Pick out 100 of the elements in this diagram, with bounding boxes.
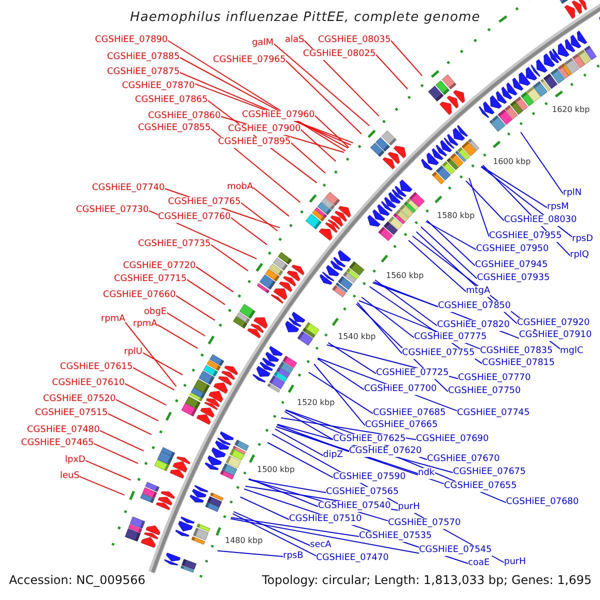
gene-label: CGSHiEE_07755 (402, 348, 475, 358)
gene-label: rplN (563, 188, 582, 198)
leader-line (284, 411, 334, 440)
gene-label: ndk (418, 468, 435, 478)
leader-line (372, 282, 438, 308)
gene-label: CGSHiEE_07920 (517, 318, 590, 328)
leader-line (179, 57, 348, 149)
gene-label: CGSHiEE_08025 (303, 48, 376, 60)
gene-label: CGSHiEE_07700 (364, 384, 437, 394)
leader-line (166, 312, 206, 336)
gene-label: leuS (60, 470, 80, 482)
gene-label: CGSHiEE_07965 (213, 54, 286, 66)
tick-label: 1540 kbp (338, 332, 376, 342)
leader-line (167, 40, 346, 152)
leader-line (195, 266, 234, 292)
leader-line (314, 115, 350, 148)
gene-label: CGSHiEE_07750 (448, 386, 521, 396)
gene-label: CGSHiEE_07535 (359, 530, 432, 542)
gene-label: CGSHiEE_07545 (419, 544, 492, 556)
gene-label: alaS (285, 34, 304, 46)
gene-label: CGSHiEE_07910 (519, 330, 592, 340)
diagram-title: Haemophilus influenzae PittEE, complete genome (130, 10, 480, 26)
gene-label: rpmA (133, 318, 158, 330)
leader-line (124, 322, 177, 387)
gene-label: CGSHiEE_07540 (318, 500, 391, 512)
gene-label: CGSHiEE_07510 (289, 514, 362, 524)
gene-label: mobA (227, 182, 254, 192)
leader-line (304, 40, 380, 117)
leader-line (240, 202, 278, 232)
leader-line (186, 279, 226, 306)
leader-line (273, 43, 370, 126)
gene-label: CGSHiEE_07875 (107, 66, 180, 78)
gene-label: CGSHiEE_07960 (242, 110, 315, 120)
accession-text: Accession: NC_009566 (9, 573, 146, 588)
leader-line (233, 511, 310, 546)
gene-label: CGSHiEE_07590 (333, 472, 406, 482)
gene-label: rpsB (283, 550, 304, 562)
gene-label: CGSHiEE_07720 (123, 260, 196, 272)
gene-label: CGSHiEE_07615 (60, 362, 133, 372)
gene-label: CGSHiEE_07725 (376, 368, 449, 378)
leader-line (99, 430, 144, 452)
tick-label: 1620 kbp (552, 105, 590, 115)
gene-label: purH (504, 556, 526, 568)
tick-label: 1600 kbp (493, 157, 531, 167)
gene-label: CGSHiEE_07885 (107, 52, 180, 62)
gene-label: coaE (468, 558, 490, 568)
gene-label: secA (310, 540, 332, 550)
gene-label: obgE (144, 306, 167, 318)
leader-line (79, 476, 125, 496)
leader-line (156, 324, 198, 349)
leader-line (290, 142, 326, 174)
gene-label: purH (398, 502, 420, 512)
leader-line (248, 478, 318, 508)
gene-label: CGSHiEE_07950 (476, 244, 549, 254)
gene-label: CGSHiEE_07820 (437, 320, 510, 330)
gene-label: rpsD (572, 234, 594, 244)
leader-line (300, 129, 336, 162)
gene-label: rpmA (101, 314, 126, 324)
leader-line (107, 413, 152, 436)
leader-line (142, 352, 183, 376)
tick-label: 1560 kbp (386, 271, 424, 281)
leader-line (426, 220, 476, 266)
leader-line (85, 460, 132, 480)
gene-label: CGSHiEE_07465 (21, 438, 94, 448)
leader-line (230, 517, 360, 537)
leader-line (481, 166, 548, 208)
leader-line (274, 428, 324, 456)
gene-label: CGSHiEE_07890 (95, 34, 168, 46)
tick-label: 1580 kbp (437, 211, 475, 221)
leader-line (374, 280, 438, 326)
leader-line (308, 372, 374, 414)
leader-line (356, 302, 402, 354)
gene-label: CGSHiEE_07665 (365, 420, 438, 430)
gene-label: CGSHiEE_07680 (506, 496, 579, 508)
gene-label: CGSHiEE_07565 (326, 486, 399, 498)
leader-line (328, 342, 376, 374)
leader-line (210, 128, 301, 203)
gene-label: dipZ (323, 450, 344, 460)
leader-line (317, 358, 364, 390)
gene-label: rplU (124, 346, 143, 358)
leader-line (408, 240, 466, 292)
gene-label: CGSHiEE_08030 (504, 214, 577, 226)
leader-line (361, 296, 414, 338)
gene-label: CGSHiEE_07685 (373, 408, 446, 418)
leader-line (425, 221, 476, 250)
leader-line (132, 367, 175, 390)
gene-label: CGSHiEE_08035 (318, 34, 391, 46)
gene-label: mtgA (466, 286, 490, 296)
leader-line (230, 518, 420, 554)
leader-line (230, 217, 268, 246)
leader-line (285, 60, 362, 134)
gene-label: CGSHiEE_07735 (138, 238, 211, 250)
gene-label: CGSHiEE_07715 (114, 274, 187, 284)
gene-label: CGSHiEE_07730 (76, 204, 149, 216)
gene-label: mglC (560, 346, 584, 356)
gene-label: CGSHiEE_07620 (349, 446, 422, 456)
leader-line (390, 40, 423, 76)
tick-label: 1500 kbp (257, 465, 295, 475)
leader-line (210, 244, 248, 272)
gene-label: galM (252, 38, 274, 48)
